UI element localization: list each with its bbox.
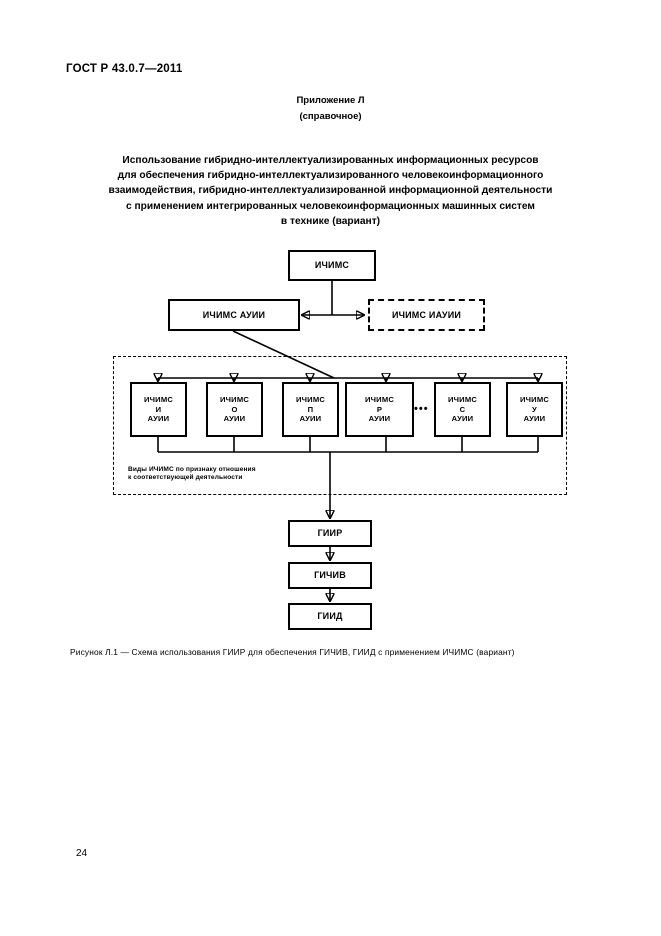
node-giir-label: ГИИР [317,528,343,539]
title-line-4: с применением интегрированных человекоин… [126,200,535,212]
node-type-1[interactable]: ИЧИМС И АУИИ [130,382,187,437]
node-type-5-line2: С [459,404,466,414]
node-type-2-line2: О [231,404,238,414]
node-type-5[interactable]: ИЧИМС С АУИИ [434,382,491,437]
node-ichims-auii[interactable]: ИЧИМС АУИИ [168,299,300,331]
diagram-figure: ИЧИМС ИЧИМС АУИИ ИЧИМС ИАУИИ ИЧИМС И АУИ… [0,250,661,700]
node-type-1-line3: АУИИ [147,414,170,424]
title-line-5: в технике (вариант) [280,215,381,227]
node-ichims-auii-label: ИЧИМС АУИИ [202,309,266,320]
node-type-1-line1: ИЧИМС [143,395,174,405]
node-type-5-line3: АУИИ [451,414,474,424]
title-line-3: взаимодействия, гибридно-интеллектуализи… [108,185,553,197]
node-type-6[interactable]: ИЧИМС У АУИИ [506,382,563,437]
node-type-3-line3: АУИИ [299,414,322,424]
page-number: 24 [76,848,88,859]
node-type-3-line1: ИЧИМС [295,395,326,405]
node-type-2-line1: ИЧИМС [219,395,250,405]
node-type-4-line1: ИЧИМС [364,395,395,405]
node-giid-label: ГИИД [317,611,343,622]
node-type-1-line2: И [155,404,162,414]
node-type-6-line3: АУИИ [523,414,546,424]
node-ichims-iauii[interactable]: ИЧИМС ИАУИИ [368,299,485,331]
annex-label: Приложение Л [296,95,365,106]
node-ichims-iauii-label: ИЧИМС ИАУИИ [391,309,462,320]
node-gichiv[interactable]: ГИЧИВ [288,562,372,589]
node-type-3[interactable]: ИЧИМС П АУИИ [282,382,339,437]
figure-caption: Рисунок Л.1 — Схема использования ГИИР д… [70,647,515,657]
page-title: Использование гибридно-интеллектуализиро… [70,153,591,229]
title-line-1: Использование гибридно-интеллектуализиро… [122,155,539,166]
node-type-2[interactable]: ИЧИМС О АУИИ [206,382,263,437]
node-ichims-root-label: ИЧИМС [314,260,350,271]
node-type-4-line3: АУИИ [368,414,391,424]
node-gichiv-label: ГИЧИВ [314,570,346,581]
node-ichims-root[interactable]: ИЧИМС [288,250,376,281]
diagram-connectors [0,281,661,700]
node-type-6-line1: ИЧИМС [519,395,550,405]
types-group-label: Виды ИЧИМС по признаку отношения к соотв… [128,466,358,483]
ellipsis-indicator: ••• [414,403,429,415]
annex-kind: (справочное) [299,111,362,122]
annex-heading: Приложение Л (справочное) [0,93,661,125]
node-giid[interactable]: ГИИД [288,603,372,630]
standard-header: ГОСТ Р 43.0.7—2011 [66,63,183,75]
node-type-3-line2: П [307,404,314,414]
node-type-5-line1: ИЧИМС [447,395,478,405]
node-giir[interactable]: ГИИР [288,520,372,547]
types-group-label-line2: к соответствующей деятельности [128,474,243,482]
node-type-6-line2: У [532,404,537,414]
types-group-label-line1: Виды ИЧИМС по признаку отношения [128,466,256,473]
node-type-2-line3: АУИИ [223,414,246,424]
node-type-4-line2: Р [376,404,383,414]
title-line-2: для обеспечения гибридно-интеллектуализи… [117,170,544,182]
types-group-container [113,356,567,495]
node-type-4[interactable]: ИЧИМС Р АУИИ [345,382,414,437]
